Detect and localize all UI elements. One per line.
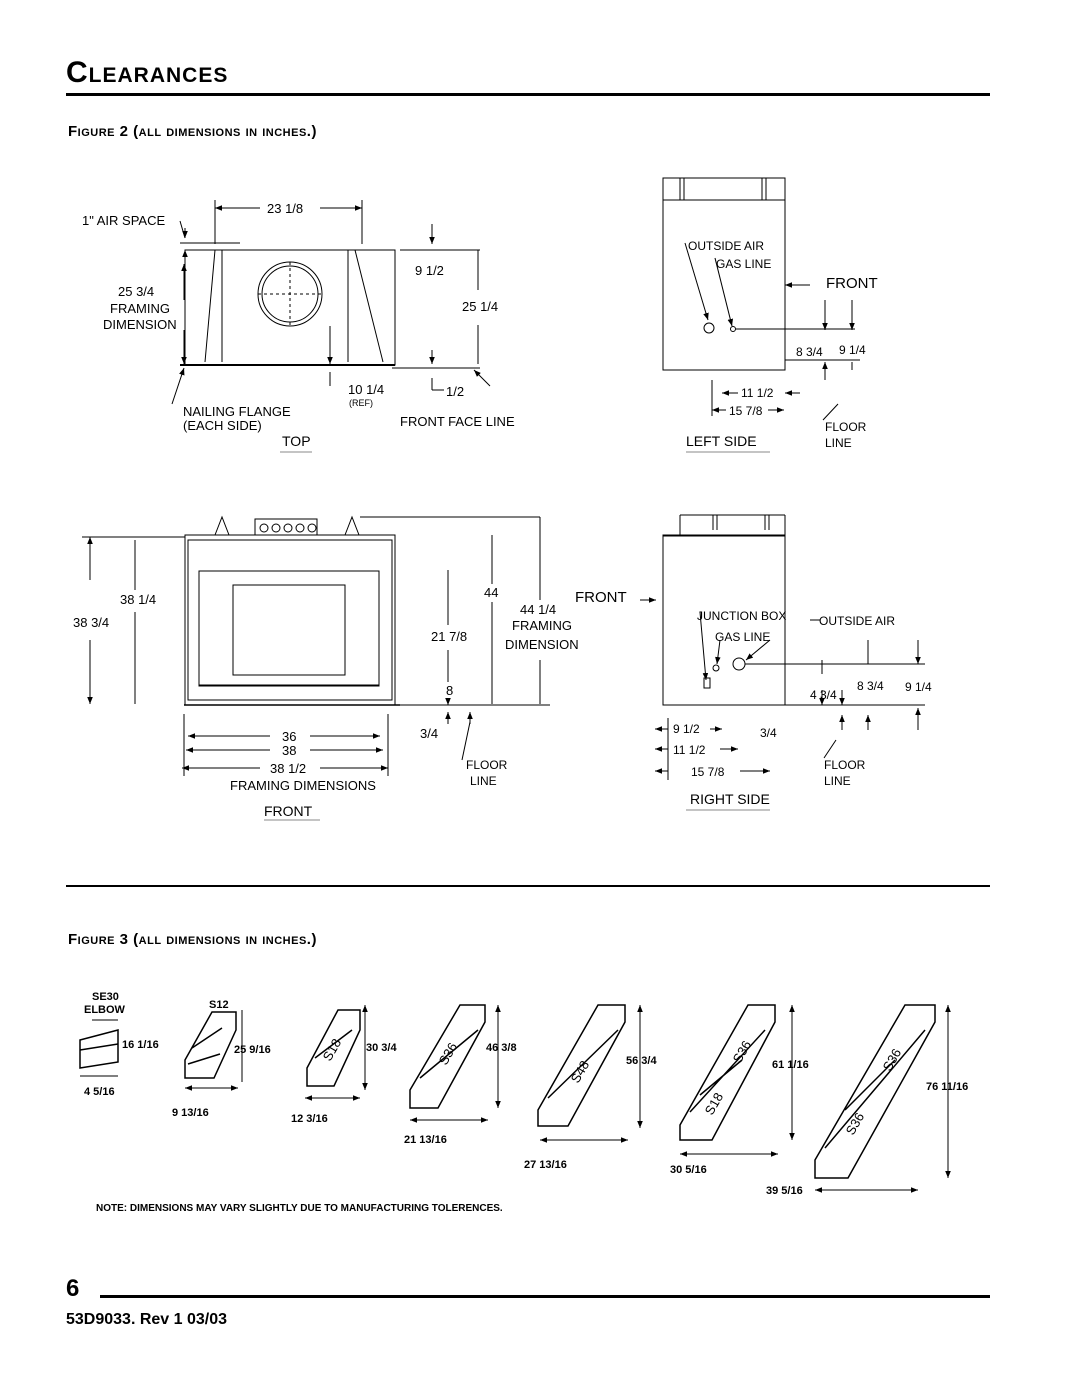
top-dim-25-1-4: 25 1/4 <box>462 299 498 314</box>
left-dim-11-1-2: 11 1/2 <box>741 386 774 400</box>
figure3-drawings <box>79 1004 951 1193</box>
right-dim-15-7-8: 15 7/8 <box>691 765 725 779</box>
se30-dim-height: 16 1/16 <box>122 1039 159 1051</box>
document-id: 53D9033. Rev 1 03/03 <box>66 1311 228 1328</box>
right-dim-9-1-2: 9 1/2 <box>673 722 700 736</box>
left-dim-9-1-4: 9 1/4 <box>839 343 866 357</box>
front-dim-3-4: 3/4 <box>420 726 438 741</box>
front-dim-44: 44 <box>484 585 498 600</box>
left-dim-8-3-4: 8 3/4 <box>796 345 823 359</box>
top-ref-label: (REF) <box>349 398 373 408</box>
right-dim-8-3-4: 8 3/4 <box>857 679 884 693</box>
front-view-label: FRONT <box>264 803 313 819</box>
s18-dim-width: 12 3/16 <box>291 1113 328 1125</box>
page-number: 6 <box>66 1275 80 1302</box>
s12-dim-width: 9 13/16 <box>172 1107 209 1119</box>
right-side-drawing <box>655 514 925 811</box>
top-view-drawing <box>171 200 491 453</box>
junction-box-label: JUNCTION BOX <box>697 609 786 623</box>
s36-s36-dim-width: 39 5/16 <box>766 1185 803 1197</box>
top-width-label: 23 1/8 <box>267 201 303 216</box>
right-dim-3-4: 3/4 <box>760 726 777 740</box>
s36-s36-upper-label: S36 <box>880 1046 905 1074</box>
left-side-label: LEFT SIDE <box>686 433 757 449</box>
page-title: Clearances <box>66 56 229 89</box>
s18-dim-height: 30 3/4 <box>366 1042 397 1054</box>
se30-dim-width: 4 5/16 <box>84 1086 115 1098</box>
s36-part-label: S36 <box>436 1040 461 1068</box>
left-outside-air: OUTSIDE AIR <box>688 239 764 253</box>
front-dim-21-7-8: 21 7/8 <box>431 629 467 644</box>
left-side-drawing <box>662 177 860 453</box>
footer-rule <box>100 1295 990 1298</box>
s48-part-label: S48 <box>568 1058 593 1086</box>
tolerance-note: NOTE: DIMENSIONS MAY VARY SLIGHTLY DUE T… <box>96 1203 503 1214</box>
s36-s18-dim-width: 30 5/16 <box>670 1164 707 1176</box>
front-framing-label: FRAMING <box>512 618 572 633</box>
s36-s18-dim-height: 61 1/16 <box>772 1059 809 1071</box>
s36-dim-height: 46 3/8 <box>486 1042 517 1054</box>
nailing-flange-label: NAILING FLANGE <box>183 404 291 419</box>
s48-dim-height: 56 3/4 <box>626 1055 657 1067</box>
top-framing-label: FRAMING <box>110 301 170 316</box>
front-dim-44-1-4: 44 1/4 <box>520 602 556 617</box>
elbow-label: ELBOW <box>84 1004 126 1016</box>
left-floor-label: FLOOR <box>825 420 867 434</box>
front-dim-8: 8 <box>446 683 453 698</box>
left-gas-line: GAS LINE <box>716 257 771 271</box>
s36-s18-upper-label: S36 <box>730 1038 755 1066</box>
s36-s36-lower-label: S36 <box>843 1110 868 1138</box>
right-gas-line: GAS LINE <box>715 630 770 644</box>
front-dim-38-1-2: 38 1/2 <box>270 761 306 776</box>
right-outside-air: OUTSIDE AIR <box>819 614 895 628</box>
top-view-label: TOP <box>282 433 311 449</box>
figure2-caption: Figure 2 (all dimensions in inches.) <box>68 123 317 140</box>
s12-label: S12 <box>209 999 229 1011</box>
right-front-label: FRONT <box>575 589 627 606</box>
left-front-label: FRONT <box>826 275 878 292</box>
front-dim-38-1-4: 38 1/4 <box>120 592 156 607</box>
right-side-label: RIGHT SIDE <box>690 791 770 807</box>
front-dim-38: 38 <box>282 743 296 758</box>
s48-dim-width: 27 13/16 <box>524 1159 567 1171</box>
front-floor-label: FLOOR <box>466 758 508 772</box>
right-floor-label: FLOOR <box>824 758 866 772</box>
right-dim-11-1-2: 11 1/2 <box>673 743 706 757</box>
figure3-caption: Figure 3 (all dimensions in inches.) <box>68 931 317 948</box>
front-view-drawing <box>82 515 656 821</box>
left-line-label: LINE <box>825 436 852 450</box>
front-line-label: LINE <box>470 774 497 788</box>
s12-dim-height: 25 9/16 <box>234 1044 271 1056</box>
right-dim-4-3-4: 4 3/4 <box>810 688 837 702</box>
front-dimension-label: DIMENSION <box>505 637 579 652</box>
top-dim-10-1-4: 10 1/4 <box>348 382 384 397</box>
top-framing-label2: DIMENSION <box>103 317 177 332</box>
right-dim-9-1-4: 9 1/4 <box>905 680 932 694</box>
top-dim-1-2: 1/2 <box>446 384 464 399</box>
front-dim-36: 36 <box>282 729 296 744</box>
s36-s18-lower-label: S18 <box>702 1090 727 1118</box>
nailing-flange-label2: (EACH SIDE) <box>183 418 262 433</box>
s18-part-label: S18 <box>320 1036 345 1064</box>
front-face-line-label: FRONT FACE LINE <box>400 414 515 429</box>
left-dim-15-7-8: 15 7/8 <box>729 404 763 418</box>
top-framing-dim: 25 3/4 <box>118 284 154 299</box>
air-space-label: 1" AIR SPACE <box>82 213 165 228</box>
s36-s36-dim-height: 76 11/16 <box>926 1081 968 1093</box>
framing-dimensions-label: FRAMING DIMENSIONS <box>230 778 376 793</box>
se30-label: SE30 <box>92 991 119 1003</box>
front-dim-38-3-4: 38 3/4 <box>73 615 109 630</box>
right-line-label: LINE <box>824 774 851 788</box>
title-rule <box>66 93 990 96</box>
top-dim-9-1-2: 9 1/2 <box>415 263 444 278</box>
s36-dim-width: 21 13/16 <box>404 1134 447 1146</box>
